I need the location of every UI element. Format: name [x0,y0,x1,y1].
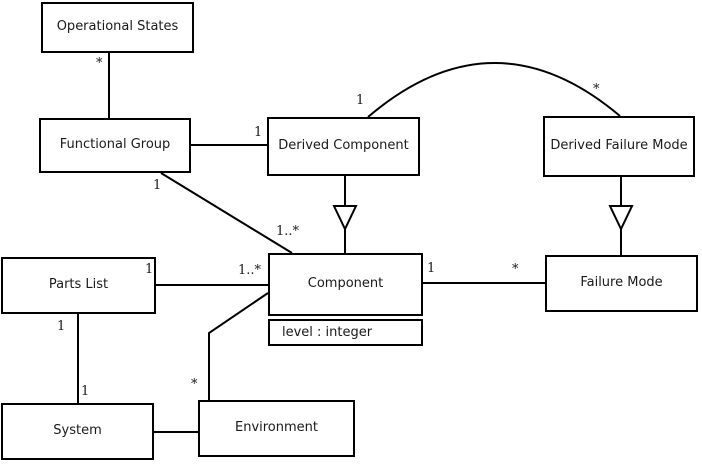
class-component-attribute-compartment[interactable]: level : integer [268,319,423,346]
multiplicity-derived-component-end: 1 [254,125,263,140]
class-component[interactable]: Component [268,253,423,316]
class-derived-failure-mode[interactable]: Derived Failure Mode [543,116,695,177]
multiplicity-component-end-left: 1..* [238,263,262,278]
multiplicity-arc-derived-failure-mode-end: * [593,82,600,97]
edge-arc-derived-component-derived-failure-mode [367,62,621,118]
multiplicity-functional-group-end: 1 [153,178,162,193]
class-functional-group[interactable]: Functional Group [39,118,191,173]
edge-component-environment [208,292,269,400]
class-system[interactable]: System [1,403,154,460]
generalization-triangle-icon [332,205,358,232]
multiplicity-operational-states: * [96,56,103,71]
multiplicity-parts-list-bottom: 1 [57,319,66,334]
class-environment[interactable]: Environment [198,400,355,457]
multiplicity-arc-derived-component-end: 1 [356,93,365,108]
generalization-triangle-icon [608,205,634,232]
multiplicity-component-end-upper: 1..* [276,224,300,239]
class-parts-list[interactable]: Parts List [1,257,156,314]
class-operational-states[interactable]: Operational States [41,2,194,53]
class-failure-mode[interactable]: Failure Mode [545,255,698,312]
multiplicity-parts-list-end: 1 [145,262,154,277]
multiplicity-system-end: 1 [81,384,90,399]
class-derived-component[interactable]: Derived Component [267,117,420,176]
multiplicity-failure-mode-end: * [512,262,519,277]
multiplicity-environment-end: * [191,377,198,392]
edge-functional-group-component [160,172,293,254]
multiplicity-component-end-right: 1 [427,261,436,276]
